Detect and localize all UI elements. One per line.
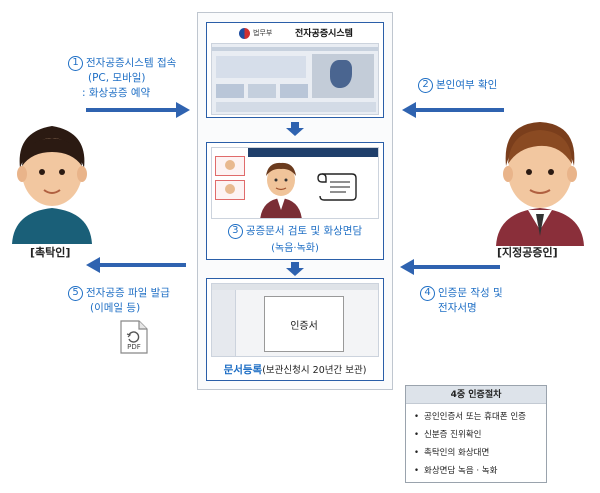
pdf-file-icon: PDF	[120, 320, 148, 354]
video-call-screenshot	[211, 147, 379, 219]
info-list: 공인인증서 또는 휴대폰 인증 신분증 진위확인 촉탁인의 화상대면 화상면담 …	[406, 404, 546, 480]
system-screenshot	[211, 43, 379, 115]
verification-info-box: 4중 인증절차 공인인증서 또는 휴대폰 인증 신분증 진위확인 촉탁인의 화상…	[405, 385, 547, 483]
arrow-step5	[86, 257, 186, 273]
down-arrow-1	[286, 122, 304, 136]
notary-label: [지정공증인]	[497, 246, 558, 259]
info-item: 공인인증서 또는 휴대폰 인증	[414, 408, 538, 426]
system-header: 법무부 전자공증시스템	[209, 25, 381, 39]
ministry-name: 법무부	[253, 29, 273, 37]
info-item: 화상면담 녹음 · 녹화	[414, 462, 538, 480]
certificate-text: 인증서	[290, 321, 318, 332]
ministry-emblem-icon	[239, 28, 250, 39]
system-screen-panel: 법무부 전자공증시스템	[206, 22, 384, 118]
arrow-step4	[400, 259, 500, 275]
step1-line3: : 화상공증 예약	[82, 87, 151, 99]
arrow-step2	[402, 102, 504, 118]
participant-thumbnail	[215, 180, 245, 200]
down-arrow-2	[286, 262, 304, 276]
requester-avatar-icon	[12, 126, 92, 244]
document-register-panel: 인증서 문서등록(보관신청시 20년간 보관)	[206, 278, 384, 381]
notary-avatar-icon	[260, 162, 302, 218]
pdf-label: PDF	[127, 343, 141, 351]
system-title: 전자공증시스템	[295, 29, 353, 39]
notary-avatar-icon	[496, 122, 584, 246]
scroll-document-icon	[317, 173, 357, 201]
step5-line2: (이메일 등)	[90, 302, 141, 314]
arrow-step1	[86, 102, 190, 118]
step1-line2: (PC, 모바일)	[88, 72, 146, 84]
info-item: 신분증 진위확인	[414, 426, 538, 444]
step4-line2: 전자서명	[438, 302, 477, 314]
info-title: 4중 인증절차	[406, 386, 546, 404]
step3-sub: (녹음·녹화)	[271, 243, 319, 254]
certificate-document: 인증서	[264, 296, 344, 352]
requester-label: [촉탁인]	[30, 246, 71, 259]
register-caption: 문서등록(보관신청시 20년간 보관)	[223, 364, 367, 376]
document-editor-screenshot: 인증서	[211, 283, 379, 357]
participant-thumbnail	[215, 156, 245, 176]
info-item: 촉탁인의 화상대면	[414, 444, 538, 462]
